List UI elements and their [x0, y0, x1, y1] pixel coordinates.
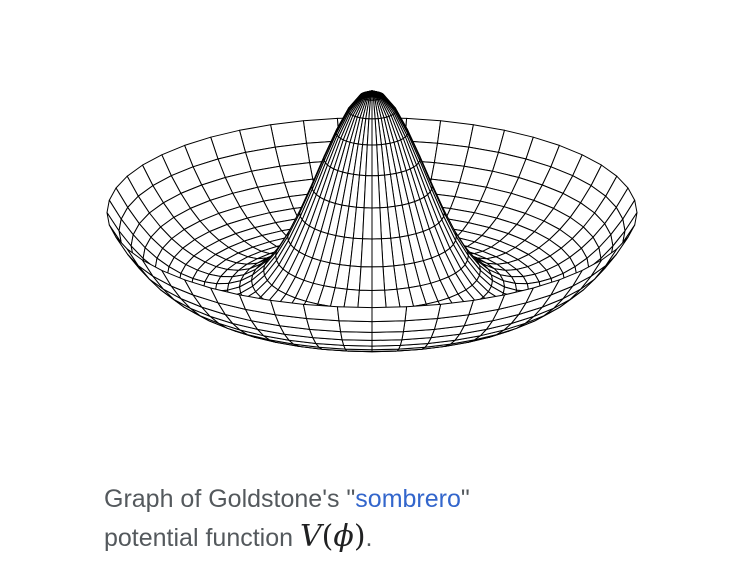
surface-mesh-cell — [371, 331, 404, 341]
math-open-paren: ( — [321, 519, 334, 554]
surface-mesh-cell — [371, 289, 387, 310]
figure-caption: Graph of Goldstone's "sombrero" potentia… — [104, 480, 724, 557]
caption-text-after: " — [460, 485, 470, 513]
surface-mesh-cell — [340, 331, 373, 341]
sombrero-link[interactable]: sombrero — [355, 485, 461, 513]
surface-mesh-cell — [357, 289, 373, 310]
surface-mesh-cell — [384, 288, 401, 310]
caption-text-before: Graph of Goldstone's " — [104, 485, 356, 513]
surface-mesh-cell — [371, 207, 382, 240]
surface-mesh-cell — [343, 288, 360, 310]
surface-mesh-cell — [302, 303, 340, 322]
surface-mesh-cell — [437, 120, 474, 148]
math-arg: ϕ — [333, 519, 354, 554]
surface-mesh-cell — [371, 144, 379, 177]
caption-line-2: potential function V(ϕ). — [104, 518, 724, 557]
surface-mesh-cell — [362, 207, 373, 240]
surface-mesh-cell — [360, 238, 373, 268]
surface-mesh-cell — [371, 266, 386, 291]
surface-mesh-cell — [371, 306, 408, 323]
potential-function-math: V(ϕ) — [300, 519, 366, 554]
surface-mesh-cell — [404, 303, 442, 322]
caption-period: . — [365, 524, 373, 552]
surface-mesh-cell — [358, 266, 373, 291]
math-func: V — [299, 519, 322, 554]
surface-mesh-cell — [365, 144, 373, 177]
surface-mesh-cell — [371, 175, 381, 209]
sombrero-surface-plot — [106, 90, 638, 353]
surface-mesh-cell — [336, 306, 373, 323]
surface-mesh-cell — [371, 320, 406, 333]
math-close-paren: ) — [353, 519, 366, 554]
caption-line-1: Graph of Goldstone's "sombrero" — [104, 480, 724, 518]
surface-mesh-cell — [338, 320, 373, 333]
caption-text-line2: potential function — [104, 524, 300, 552]
surface-mesh-cell — [363, 175, 373, 209]
surface-mesh-cell — [371, 238, 384, 268]
surface-mesh-cell — [270, 120, 307, 148]
